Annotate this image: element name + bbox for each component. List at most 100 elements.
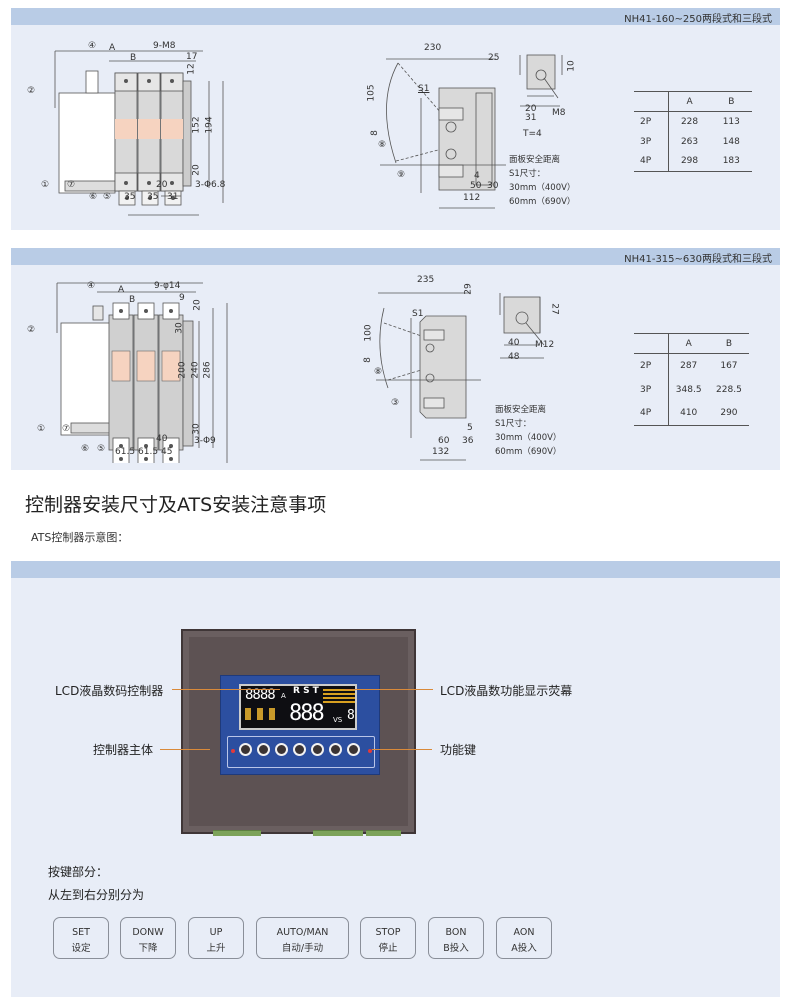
note-line: S1尺寸： <box>509 169 546 179</box>
table-cell: 3P <box>634 131 669 152</box>
key-down[interactable] <box>257 743 270 756</box>
dim-20-horiz: 20 <box>156 180 168 190</box>
dimension-table-160-250: A B 2P 228 113 3P 263 148 4P 298 183 <box>634 91 752 172</box>
table-cell: 2P <box>634 353 669 378</box>
terminal-view-drawing <box>519 54 563 107</box>
key-a-on[interactable] <box>347 743 360 756</box>
dim-5: 5 <box>467 423 473 433</box>
panel-header: NH41-160~250两段式和三段式 <box>11 8 780 25</box>
dim-200: 200 <box>177 361 188 379</box>
side-view-drawing <box>380 58 506 209</box>
note-line: 60mm（690V） <box>509 197 576 207</box>
dimension-table-315-630: A B 2P 287 167 3P 348.5 228.5 4P 410 290 <box>634 333 749 426</box>
note-line: 60mm（690V） <box>495 447 562 457</box>
dim-45: 45 <box>161 447 173 457</box>
lcd-top-digits: 8888 <box>245 687 276 703</box>
key-stop[interactable] <box>311 743 324 756</box>
dim-30b: 30 <box>191 423 202 435</box>
dim-29: 29 <box>463 283 474 295</box>
dim-35a: 35 <box>124 192 136 202</box>
panel-header: NH41-315~630两段式和三段式 <box>11 248 780 265</box>
leader-line-function-keys <box>372 749 432 750</box>
table-header: B <box>710 91 752 112</box>
table-row: 3P 348.5 228.5 <box>634 377 749 402</box>
dim-30: 30 <box>487 181 499 191</box>
led-indicator-left <box>231 749 235 753</box>
key-zh: 上升 <box>206 943 226 954</box>
callout-4: ④ <box>87 281 96 291</box>
callout-9: ⑨ <box>397 170 406 180</box>
lcd-phases: R S T <box>293 686 319 696</box>
keys-order: 从左到右分别分为 <box>48 888 145 902</box>
key-legend-stop: STOP 停止 <box>360 917 416 959</box>
table-cell: 4P <box>634 151 669 172</box>
key-zh: 设定 <box>71 943 91 954</box>
key-auto-man[interactable] <box>293 743 306 756</box>
dim-20: 20 <box>192 299 203 311</box>
table-cell: 3P <box>634 377 669 402</box>
callout-6: ⑥ <box>81 444 90 454</box>
panel-title: NH41-315~630两段式和三段式 <box>624 254 772 265</box>
dim-27: 27 <box>549 303 560 315</box>
front-view-drawing <box>56 282 228 463</box>
key-up[interactable] <box>275 743 288 756</box>
lcd-big-digits: 888 <box>289 701 325 726</box>
dim-M8: M8 <box>552 108 566 118</box>
side-view-drawing <box>376 292 481 461</box>
table-cell: 183 <box>722 156 740 167</box>
led-indicator-right <box>368 749 372 753</box>
dim-25: 25 <box>488 53 500 63</box>
label-controller-body: 控制器主体 <box>93 743 154 757</box>
table-cell: 348.5 <box>675 384 702 395</box>
dim-100: 100 <box>363 324 374 342</box>
dim-61-5b: 61.5 <box>138 447 159 457</box>
key-en: STOP <box>375 927 401 938</box>
table-cell: 228.5 <box>716 384 742 395</box>
table-header: B <box>708 333 749 354</box>
dim-17: 17 <box>186 52 198 62</box>
note-line: 30mm（400V） <box>509 183 576 193</box>
table-cell: 263 <box>680 136 699 147</box>
dim-61-5a: 61.5 <box>115 447 136 457</box>
key-zh: 下降 <box>138 943 158 954</box>
callout-6: ⑥ <box>89 192 98 202</box>
dim-8: 8 <box>362 357 373 363</box>
key-zh: 自动/手动 <box>281 943 324 954</box>
dim-s1: S1 <box>418 84 430 94</box>
leader-line-lcd-display <box>345 689 433 690</box>
dim-T: T=4 <box>523 129 542 139</box>
key-en: SET <box>72 927 90 938</box>
dim-30a: 30 <box>174 322 185 334</box>
dimension-panel-160-250: NH41-160~250两段式和三段式 <box>11 8 780 230</box>
callout-1: ① <box>37 424 46 434</box>
key-set[interactable] <box>239 743 252 756</box>
table-row: 3P 263 148 <box>634 131 752 152</box>
dim-286: 286 <box>202 361 213 379</box>
leader-line-body <box>160 749 210 750</box>
dim-M12: M12 <box>535 340 555 350</box>
dim-240: 240 <box>190 361 201 379</box>
keys-intro: 按键部分： <box>48 865 109 879</box>
callout-5: ⑤ <box>97 444 106 454</box>
safety-notes: 面板安全距离 S1尺寸： 30mm（400V） 60mm（690V） <box>509 153 575 209</box>
dim-s1: S1 <box>412 309 424 319</box>
dim-132: 132 <box>432 447 450 457</box>
dim-35b: 35 <box>147 192 159 202</box>
key-legend-down: DONW 下降 <box>120 917 176 959</box>
dim-hole: 3-Φ6.8 <box>195 180 226 190</box>
dim-B: B <box>129 295 136 305</box>
table-header <box>634 333 669 354</box>
table-cell: 228 <box>680 116 699 127</box>
key-legend-up: UP 上升 <box>188 917 244 959</box>
key-b-on[interactable] <box>329 743 342 756</box>
leader-line-lcd-controller <box>172 689 280 690</box>
label-function-keys: 功能键 <box>440 743 477 757</box>
callout-4: ④ <box>88 41 97 51</box>
table-cell: 4P <box>634 401 669 426</box>
dim-12: 12 <box>186 63 197 75</box>
note-line: 30mm（400V） <box>495 433 562 443</box>
key-legend-a-on: AON A投入 <box>496 917 552 959</box>
note-line: 面板安全距离 <box>495 405 547 415</box>
lcd-status-bars <box>323 689 355 703</box>
panel-header <box>11 561 780 578</box>
